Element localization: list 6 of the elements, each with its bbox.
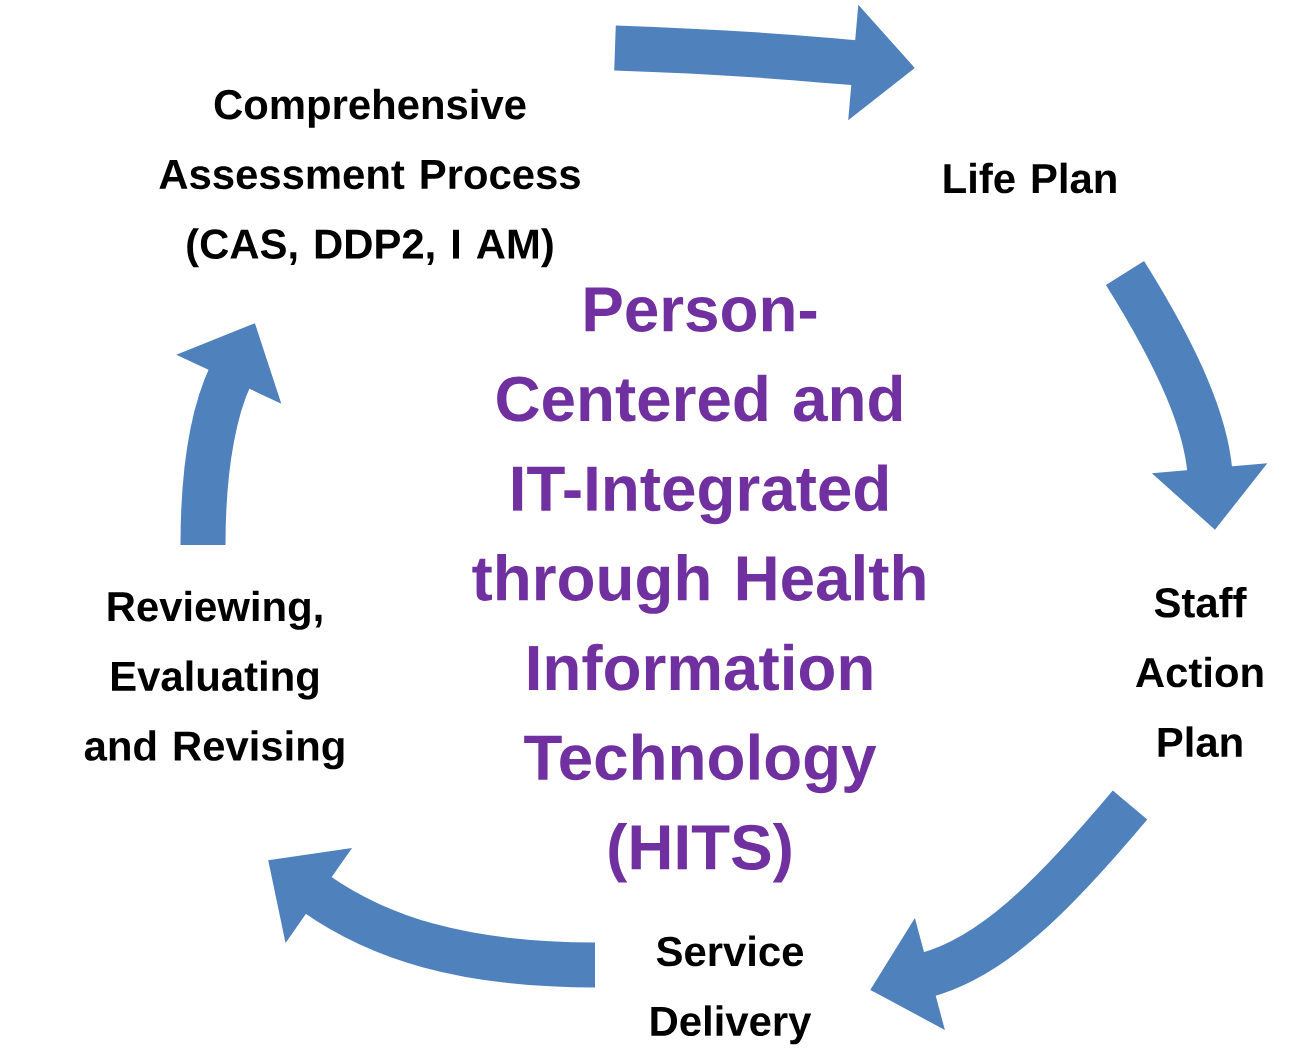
central-title: Person-Centered and IT-Integrated through Health Information Technology (HITS) — [472, 287, 925, 883]
step-label: Service Delivery — [651, 935, 812, 1045]
step-label: Reviewing, Evaluating and Revising — [84, 590, 344, 770]
step-label: Staff Action Plan — [1135, 586, 1263, 758]
step-label: Comprehensive Assessment Process (CAS, DDP2, I AM) — [159, 88, 580, 268]
step-label: Life Plan — [944, 162, 1116, 194]
